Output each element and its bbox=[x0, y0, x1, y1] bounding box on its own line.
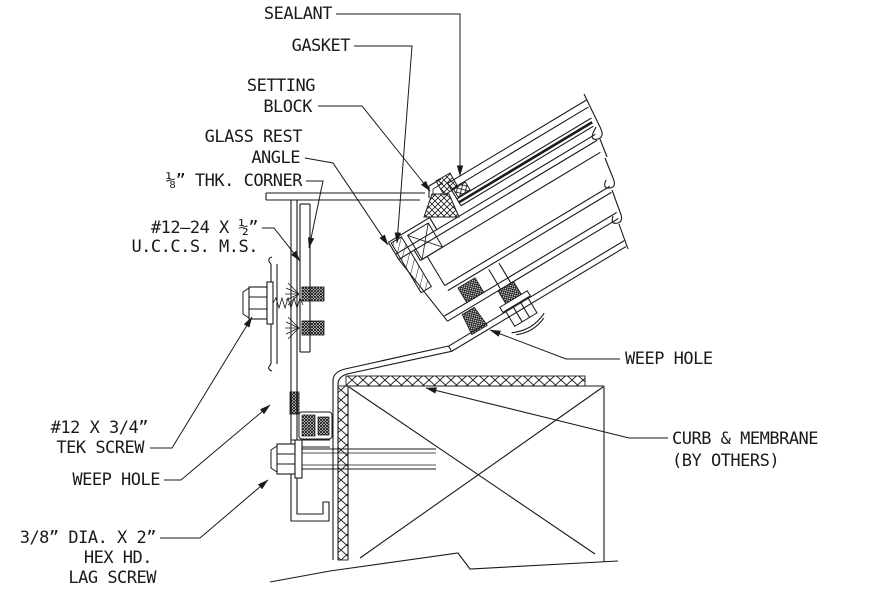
thermal-break-box bbox=[406, 222, 444, 261]
weep-hole-gasket bbox=[461, 306, 488, 336]
weep-hole-left-leader bbox=[164, 404, 271, 481]
label-curb-membrane-2: (BY OTHERS) bbox=[672, 451, 779, 471]
sealant-leader bbox=[336, 13, 464, 177]
c-channel bbox=[290, 439, 330, 522]
lag-screw-leader bbox=[160, 479, 269, 539]
glass-rest-angle-leader bbox=[304, 157, 389, 246]
pocket-gasket bbox=[457, 277, 485, 304]
glazing-frame-member bbox=[387, 133, 619, 322]
label-machine-screw-1: #12–24 X ½” bbox=[151, 218, 258, 238]
sloped-glazing-assembly bbox=[387, 99, 627, 352]
sealant-bead bbox=[435, 172, 459, 196]
label-lag-screw-2: HEX HD. bbox=[84, 548, 152, 568]
machine-screw-leader bbox=[262, 227, 301, 262]
fascia-assembly bbox=[242, 200, 436, 522]
machine-screws bbox=[301, 286, 325, 336]
membrane-top bbox=[345, 375, 586, 387]
section-break-edge bbox=[583, 93, 629, 250]
sill-flashing-band bbox=[448, 240, 627, 352]
label-glass-rest-1: GLASS REST bbox=[205, 127, 303, 147]
sill-gasket-stack bbox=[298, 411, 333, 440]
curb-membrane-leader bbox=[425, 387, 668, 439]
label-lag-screw-3: LAG SCREW bbox=[68, 568, 157, 588]
lag-screw-fastener bbox=[270, 439, 436, 479]
label-weep-hole-right: WEEP HOLE bbox=[625, 349, 713, 369]
frame-anchor-bolt bbox=[488, 263, 545, 336]
curb-blocking bbox=[347, 385, 605, 562]
label-sealant: SEALANT bbox=[264, 4, 332, 24]
annotations: SEALANT GASKET SETTING BLOCK GLASS REST … bbox=[20, 4, 819, 588]
tek-screw-fastener bbox=[242, 281, 304, 325]
weep-baffle bbox=[289, 391, 300, 415]
ground-break-line bbox=[269, 552, 619, 583]
membrane-side bbox=[337, 385, 349, 561]
glass-edge-glazing bbox=[423, 172, 460, 218]
thread-engagement-marks bbox=[285, 282, 300, 340]
curb-flashing-outer bbox=[332, 345, 449, 560]
label-thk-corner: ⅛” THK. CORNER bbox=[166, 171, 304, 191]
glass-rest-angle-leg bbox=[265, 192, 425, 201]
weep-hole-right-leader bbox=[489, 329, 620, 360]
label-gasket: GASKET bbox=[292, 36, 351, 56]
glass-spacer bbox=[452, 181, 471, 198]
gasket-leader bbox=[354, 45, 413, 244]
setting-block bbox=[423, 193, 460, 218]
label-glass-rest-2: ANGLE bbox=[251, 148, 300, 168]
screw-threads bbox=[272, 296, 304, 310]
label-tek-screw-1: #12 X 3/4” bbox=[51, 418, 148, 438]
curb-and-membrane bbox=[269, 345, 619, 583]
label-lag-screw-1: 3/8” DIA. X 2” bbox=[20, 528, 156, 548]
label-setting-block-1: SETTING bbox=[247, 76, 315, 96]
label-curb-membrane-1: CURB & MEMBRANE bbox=[672, 429, 818, 449]
setting-block-leader bbox=[318, 105, 431, 192]
thk-corner-leader bbox=[306, 180, 324, 249]
label-machine-screw-2: U.C.C.S. M.S. bbox=[131, 237, 258, 257]
label-weep-hole-left: WEEP HOLE bbox=[72, 470, 160, 490]
curb-flashing-inner bbox=[337, 350, 452, 560]
label-setting-block-2: BLOCK bbox=[263, 97, 313, 117]
tek-screw-leader bbox=[150, 316, 253, 449]
label-tek-screw-2: TEK SCREW bbox=[56, 438, 145, 458]
insulated-glass-unit bbox=[447, 99, 594, 207]
